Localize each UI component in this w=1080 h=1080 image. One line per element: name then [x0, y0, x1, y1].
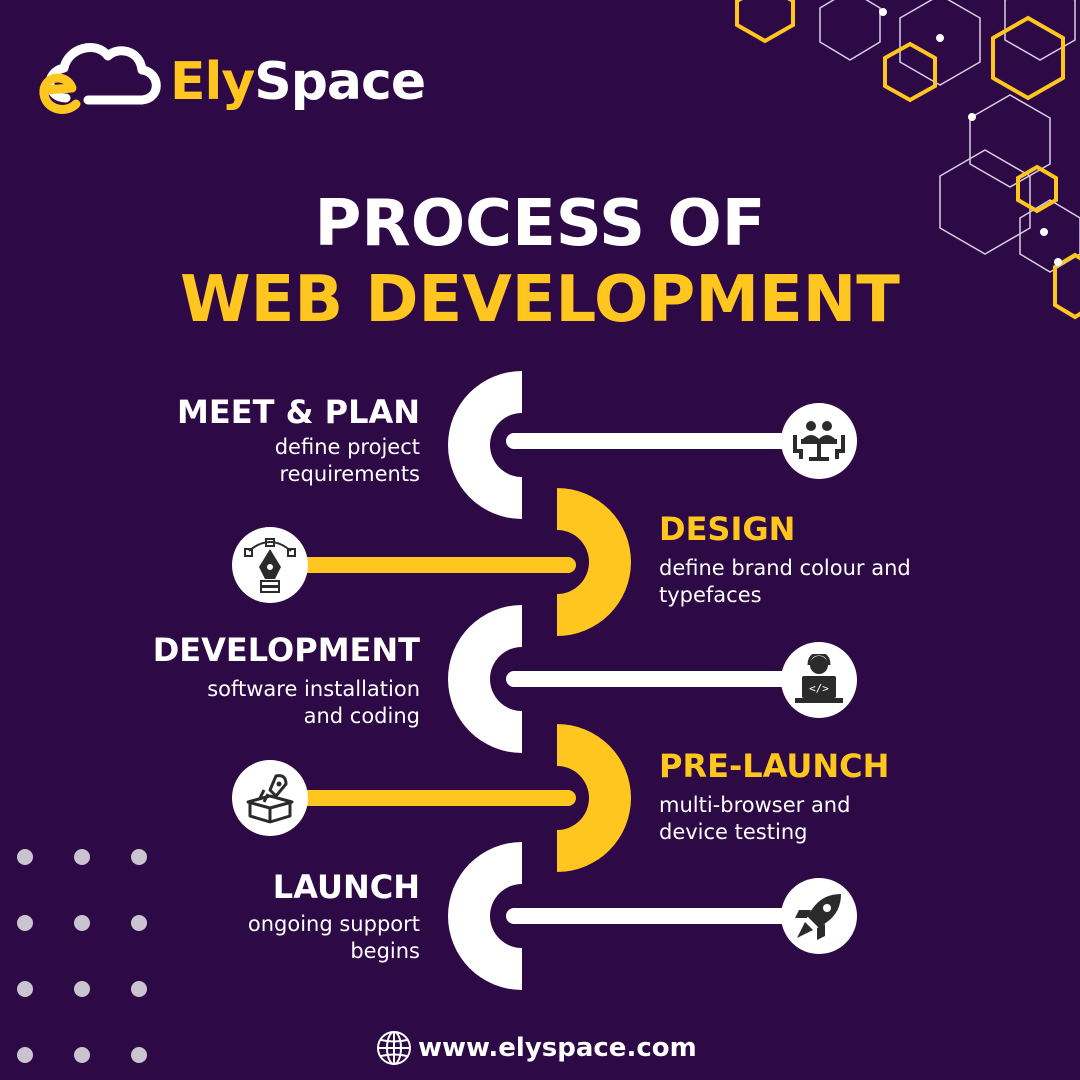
step-title: DESIGN: [659, 510, 796, 548]
step-development: DEVELOPMENT software installation and co…: [100, 634, 420, 730]
meeting-icon: [781, 403, 857, 479]
step-desc-line: multi-browser and: [659, 793, 851, 817]
arc-meet-plan: [448, 371, 522, 519]
step-pre-launch: PRE-LAUNCH multi-browser and device test…: [659, 750, 979, 846]
rocket-icon: [781, 878, 857, 954]
brand-name: ElySpace: [170, 56, 426, 108]
step-description: multi-browser and device testing: [659, 792, 979, 846]
svg-text:</>: </>: [809, 682, 829, 695]
step-title: MEET & PLAN: [177, 393, 420, 431]
page-title-line2: WEB DEVELOPMENT: [180, 263, 900, 337]
website-link[interactable]: www.elyspace.com: [418, 1033, 697, 1063]
hexagon-decoration: [735, 0, 1080, 320]
arc-design: [557, 488, 631, 636]
step-desc-line: define project: [274, 435, 420, 459]
step-title: LAUNCH: [272, 868, 420, 906]
arc-development: [448, 605, 522, 753]
step-description: define project requirements: [120, 434, 420, 488]
pen-tool-icon: [232, 527, 308, 603]
arc-launch: [448, 842, 522, 990]
step-meet-plan: MEET & PLAN define project requirements: [120, 396, 420, 488]
step-desc-line: device testing: [659, 820, 808, 844]
page-title-line1: PROCESS OF: [314, 187, 766, 261]
brand-name-part2: Space: [254, 52, 426, 112]
step-description: software installation and coding: [100, 676, 420, 730]
box-rocket-icon: [232, 760, 308, 836]
globe-icon: [377, 1031, 411, 1065]
brand-name-part1: Ely: [170, 52, 255, 112]
developer-icon: </>: [781, 642, 857, 718]
step-description: ongoing support begins: [120, 911, 420, 965]
step-desc-line: begins: [350, 939, 420, 963]
step-title: DEVELOPMENT: [152, 631, 420, 669]
step-desc-line: and coding: [303, 704, 420, 728]
step-launch: LAUNCH ongoing support begins: [120, 871, 420, 965]
arc-pre-launch: [557, 724, 631, 872]
step-design: DESIGN define brand colour and typefaces: [659, 513, 979, 609]
dot-grid-decoration: [17, 849, 147, 1063]
step-title: PRE-LAUNCH: [659, 747, 890, 785]
step-desc-line: requirements: [279, 462, 420, 486]
step-desc-line: ongoing support: [247, 912, 420, 936]
step-desc-line: typefaces: [659, 583, 762, 607]
step-desc-line: define brand colour and: [659, 556, 911, 580]
step-desc-line: software installation: [207, 677, 420, 701]
step-description: define brand colour and typefaces: [659, 555, 979, 609]
logo-icon: [39, 43, 161, 114]
